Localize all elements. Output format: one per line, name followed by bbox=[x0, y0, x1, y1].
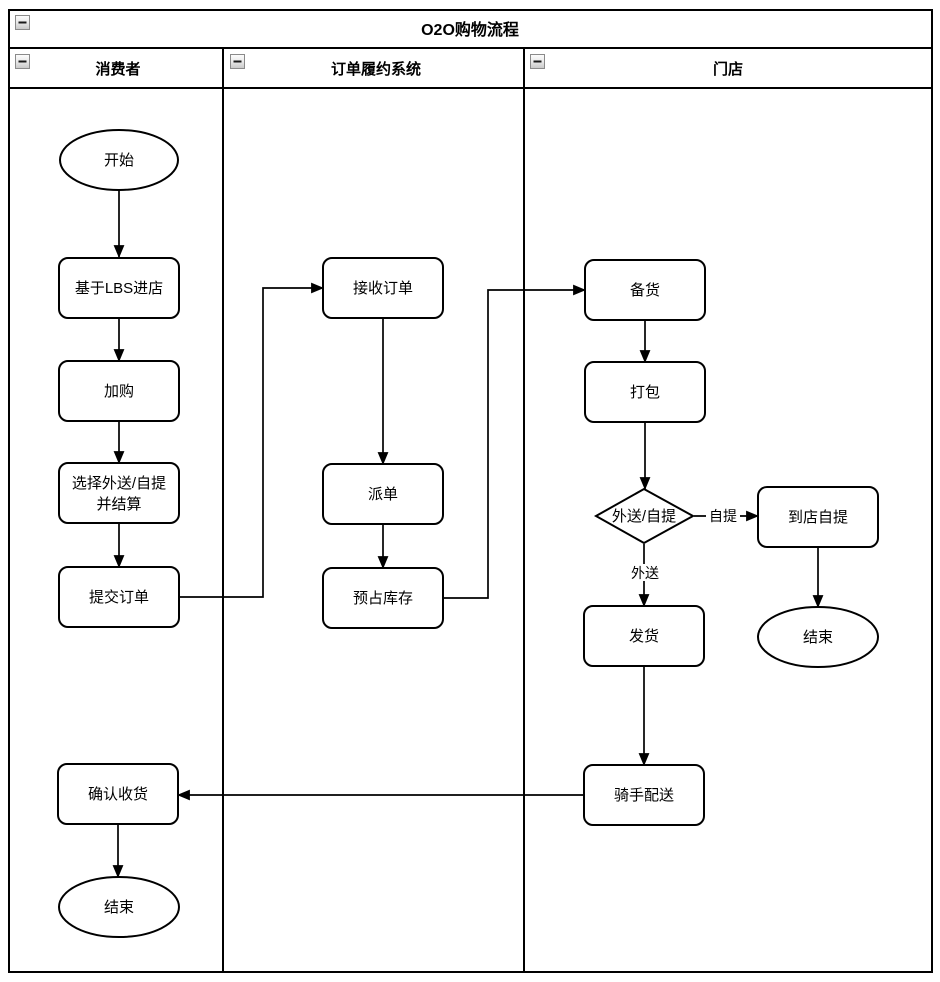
edge-label-delivery: 外送 bbox=[631, 565, 659, 581]
node-decision-delivery-or-pickup[interactable]: 外送/自提 bbox=[593, 487, 696, 545]
node-dispatch[interactable]: 派单 bbox=[322, 463, 444, 525]
node-reserve-stock[interactable]: 预占库存 bbox=[322, 567, 444, 629]
lane-header-fulfillment[interactable] bbox=[223, 48, 524, 88]
node-choose-delivery-label-line2: 并结算 bbox=[96, 495, 141, 513]
lane-store-collapse-button[interactable] bbox=[530, 54, 545, 69]
lane-fulfillment-collapse-button[interactable] bbox=[230, 54, 245, 69]
pool-title-cell[interactable] bbox=[9, 10, 932, 48]
node-rider-delivery-label: 骑手配送 bbox=[614, 787, 674, 804]
lane-consumer-collapse-button[interactable] bbox=[15, 54, 30, 69]
node-add-to-cart-label: 加购 bbox=[104, 383, 134, 400]
lane-label-store: 门店 bbox=[713, 60, 743, 78]
node-start-label: 开始 bbox=[104, 152, 134, 169]
node-choose-delivery[interactable]: 选择外送/自提 并结算 bbox=[58, 462, 180, 524]
node-store-pickup-label: 到店自提 bbox=[788, 509, 848, 526]
node-confirm-receipt[interactable]: 确认收货 bbox=[57, 763, 179, 825]
node-enter-store[interactable]: 基于LBS进店 bbox=[58, 257, 180, 319]
node-end-store[interactable]: 结束 bbox=[757, 606, 879, 668]
edge-submit-to-receive-order[interactable] bbox=[179, 282, 325, 598]
lane-label-consumer: 消费者 bbox=[95, 60, 140, 78]
node-receive-order-label: 接收订单 bbox=[353, 280, 413, 297]
lane-header-store[interactable] bbox=[524, 48, 932, 88]
node-rider-delivery[interactable]: 骑手配送 bbox=[583, 764, 705, 826]
pool-collapse-button[interactable] bbox=[15, 15, 30, 30]
node-ship-label: 发货 bbox=[629, 628, 659, 645]
node-end-consumer[interactable]: 结束 bbox=[58, 876, 180, 938]
node-pack-label: 打包 bbox=[630, 384, 660, 401]
node-end-store-label: 结束 bbox=[803, 629, 833, 646]
node-confirm-receipt-label: 确认收货 bbox=[88, 786, 148, 803]
edge-decision-to-ship[interactable]: 外送 bbox=[627, 544, 662, 608]
node-add-to-cart[interactable]: 加购 bbox=[58, 360, 180, 422]
lane-label-fulfillment: 订单履约系统 bbox=[331, 60, 421, 78]
lane-header-consumer[interactable] bbox=[9, 48, 223, 88]
node-end-consumer-label: 结束 bbox=[104, 899, 134, 916]
node-choose-delivery-label-line1: 选择外送/自提 bbox=[72, 475, 166, 492]
node-enter-store-label: 基于LBS进店 bbox=[75, 280, 163, 297]
node-prepare[interactable]: 备货 bbox=[584, 259, 706, 321]
node-store-pickup[interactable]: 到店自提 bbox=[757, 486, 879, 548]
node-ship[interactable]: 发货 bbox=[583, 605, 705, 667]
node-dispatch-label: 派单 bbox=[368, 486, 398, 503]
node-reserve-stock-label: 预占库存 bbox=[353, 590, 413, 607]
edge-reserve-to-prepare[interactable] bbox=[443, 284, 587, 599]
node-decision-label: 外送/自提 bbox=[612, 508, 676, 525]
node-receive-order[interactable]: 接收订单 bbox=[322, 257, 444, 319]
node-submit-order-label: 提交订单 bbox=[89, 588, 149, 606]
pool-frame bbox=[8, 9, 933, 973]
edge-label-pickup: 自提 bbox=[709, 508, 737, 524]
node-submit-order[interactable]: 提交订单 bbox=[58, 566, 180, 628]
pool-title: O2O购物流程 bbox=[421, 20, 519, 39]
node-prepare-label: 备货 bbox=[630, 282, 660, 299]
node-pack[interactable]: 打包 bbox=[584, 361, 706, 423]
pool-border bbox=[8, 9, 933, 973]
node-start[interactable]: 开始 bbox=[59, 129, 179, 191]
edge-decision-to-store-pickup[interactable]: 自提 bbox=[694, 508, 760, 525]
